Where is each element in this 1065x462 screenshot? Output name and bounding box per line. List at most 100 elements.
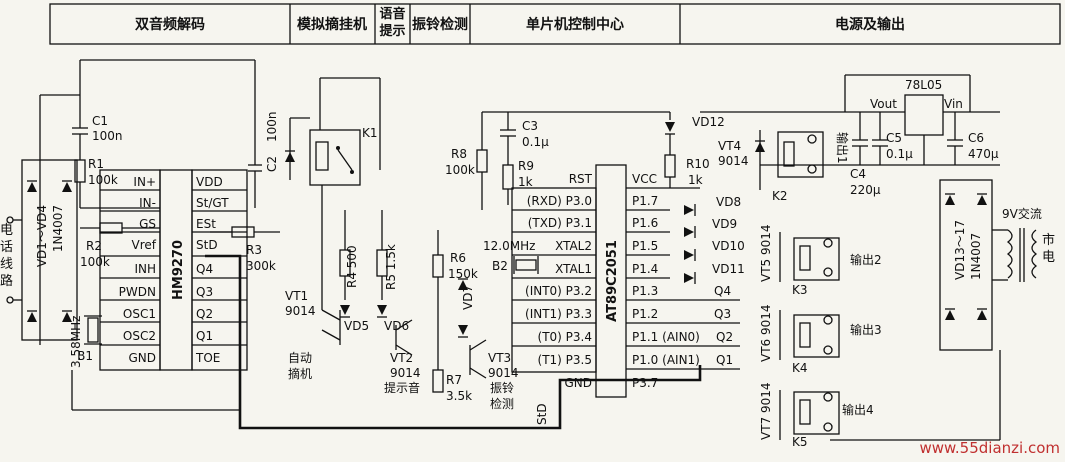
u2-pin-p16: P1.6 [632, 216, 658, 230]
u1-pin-gs: GS [139, 217, 156, 231]
b2-crystal: 12.0MHz B2 [483, 239, 539, 274]
r6-label: R6 [450, 251, 466, 265]
phone-line-bridge: 电话线路 VD1～VD4 1N4007 [0, 59, 255, 345]
r3-value: 300k [246, 259, 276, 273]
r5-label: R5 1.5k [384, 244, 398, 290]
vt6-label: VT6 9014 [759, 304, 773, 362]
output-relay-4: VT7 9014 K5 输出4 [759, 382, 874, 449]
r9-label: R9 [518, 159, 534, 173]
vd-pbridge-type: 1N4007 [969, 233, 983, 280]
c1-value: 100n [92, 129, 123, 143]
transformer-secondary [1006, 229, 1013, 279]
u1-pin-gnd: GND [128, 351, 156, 365]
vt1-label: VT1 [285, 289, 308, 303]
output-relay-2: VT5 9014 K3 输出2 [759, 224, 882, 297]
r7-label: R7 [446, 373, 462, 387]
u1-pin-osc2: OSC2 [123, 329, 156, 343]
hm9270-name: HM9270 [171, 240, 186, 300]
u2-pin-p14: P1.4 [632, 262, 658, 276]
header-voice-prompt-wrap: 语音提示 [379, 7, 406, 39]
u2-pin-p30: (RXD) P3.0 [527, 194, 592, 208]
vd11-label: VD11 [712, 262, 745, 276]
r7-value: 3.5k [446, 389, 472, 403]
xtal-freq: 12.0MHz [483, 239, 535, 253]
b1-crystal: 3.58MHz B1 [69, 315, 240, 411]
c5-label: C5 [886, 131, 902, 145]
out2-label: 输出2 [850, 252, 882, 267]
c4-value: 220µ [850, 183, 881, 197]
u2-pin-xtal2: XTAL2 [555, 239, 592, 253]
u2-pin-p12: P1.2 [632, 307, 658, 321]
section-header: 双音频解码 模拟摘挂机 语音提示 振铃检测 单片机控制中心 电源及输出 [49, 3, 1061, 45]
r8-c3-r9: R8 100k C3 0.1µ R9 1k [445, 111, 670, 210]
phone-line-label: 电话线路 [0, 223, 14, 289]
regulator-78l05 [904, 94, 944, 136]
header-voice-prompt: 语音提示 [379, 7, 406, 39]
u1-pin-st-gt: St/GT [196, 196, 229, 210]
reg-label: 78L05 [905, 78, 942, 92]
r4-vd5: R4 500 VD5 [339, 210, 369, 333]
vout-label: Vout [870, 97, 897, 111]
u2-pin-p35: (T1) P3.5 [538, 353, 592, 367]
r2-label: R2 [86, 239, 102, 253]
k4-label: K4 [792, 361, 808, 375]
u2-pin-p37: P3.7 [632, 376, 658, 390]
u2-pin-gnd: GND [564, 376, 592, 390]
vd-pbridge-label: VD13～17 [953, 220, 967, 280]
q1-label: Q1 [716, 353, 733, 367]
header-ring-detect: 振铃检测 [412, 16, 468, 33]
u2-pin-p32: (INT0) P3.2 [525, 284, 592, 298]
r6-value: 150k [448, 267, 478, 281]
hm9270-right-pins: VDD St/GT ESt StD Q4 Q3 Q2 Q1 TOE [195, 175, 229, 365]
r10-label: R10 [686, 157, 710, 171]
vd12-label: VD12 [692, 115, 725, 129]
c5-value: 0.1µ [886, 147, 913, 161]
header-mcu-center: 单片机控制中心 [526, 16, 624, 33]
vd10-label: VD10 [712, 239, 745, 253]
q2-label: Q2 [716, 330, 733, 344]
r2-value: 100k [80, 255, 110, 269]
u2-pin-xtal1: XTAL1 [555, 262, 592, 276]
vd-bridge-label: VD1～VD4 [35, 205, 49, 267]
vt1-func2: 摘机 [288, 366, 312, 381]
vin-label: Vin [944, 97, 963, 111]
std-bus [205, 254, 702, 430]
hm9270-chip: HM9270 IN+ IN- GS Vref INH PWDN OSC1 OSC… [99, 169, 248, 371]
u1-pin-q4: Q4 [196, 262, 213, 276]
mains-label: 市电 [1042, 233, 1056, 265]
c1-r1: C1 100n R1 100k [72, 95, 160, 209]
u1-pin-inh: INH [134, 262, 156, 276]
k1-label: K1 [362, 126, 378, 140]
r5-vd6: R5 1.5k VD6 [376, 210, 409, 333]
c2-r3: C2 100n R3 300k [210, 60, 280, 273]
u1-pin-vdd: VDD [196, 175, 223, 189]
r8-value: 100k [445, 163, 475, 177]
u1-pin-q2: Q2 [196, 307, 213, 321]
r1-value: 100k [88, 173, 118, 187]
output-relay-3: VT6 9014 K4 输出3 [759, 304, 882, 375]
output-relay-1: VT4 9014 K2 输出1 [718, 130, 850, 203]
vt1-type: 9014 [285, 304, 316, 318]
vt4-type: 9014 [718, 154, 749, 168]
r3-label: R3 [246, 243, 262, 257]
vd5-label: VD5 [344, 319, 369, 333]
vt3-type: 9014 [488, 366, 519, 380]
k5-label: K5 [792, 435, 808, 449]
k3-label: K3 [792, 283, 808, 297]
b2-label: B2 [492, 259, 508, 273]
vt2-label: VT2 [390, 351, 413, 365]
u1-pin-osc1: OSC1 [123, 307, 156, 321]
k1-relay: K1 [285, 77, 381, 186]
u2-pin-p17: P1.7 [632, 194, 658, 208]
at89c2051-left-pins: RST (RXD) P3.0 (TXD) P3.1 XTAL2 XTAL1 (I… [525, 172, 593, 390]
k2-label: K2 [772, 189, 788, 203]
u2-pin-p33: (INT1) P3.3 [525, 307, 592, 321]
hm9270-left-pins: IN+ IN- GS Vref INH PWDN OSC1 OSC2 GND [119, 175, 157, 365]
q4-label: Q4 [714, 284, 731, 298]
u2-pin-p34: (T0) P3.4 [538, 330, 592, 344]
vt3-label: VT3 [488, 351, 511, 365]
u2-pin-p15: P1.5 [632, 239, 658, 253]
at89c2051-right-pins: VCC P1.7 P1.6 P1.5 P1.4 P1.3 P1.2 P1.1 (… [632, 172, 700, 390]
